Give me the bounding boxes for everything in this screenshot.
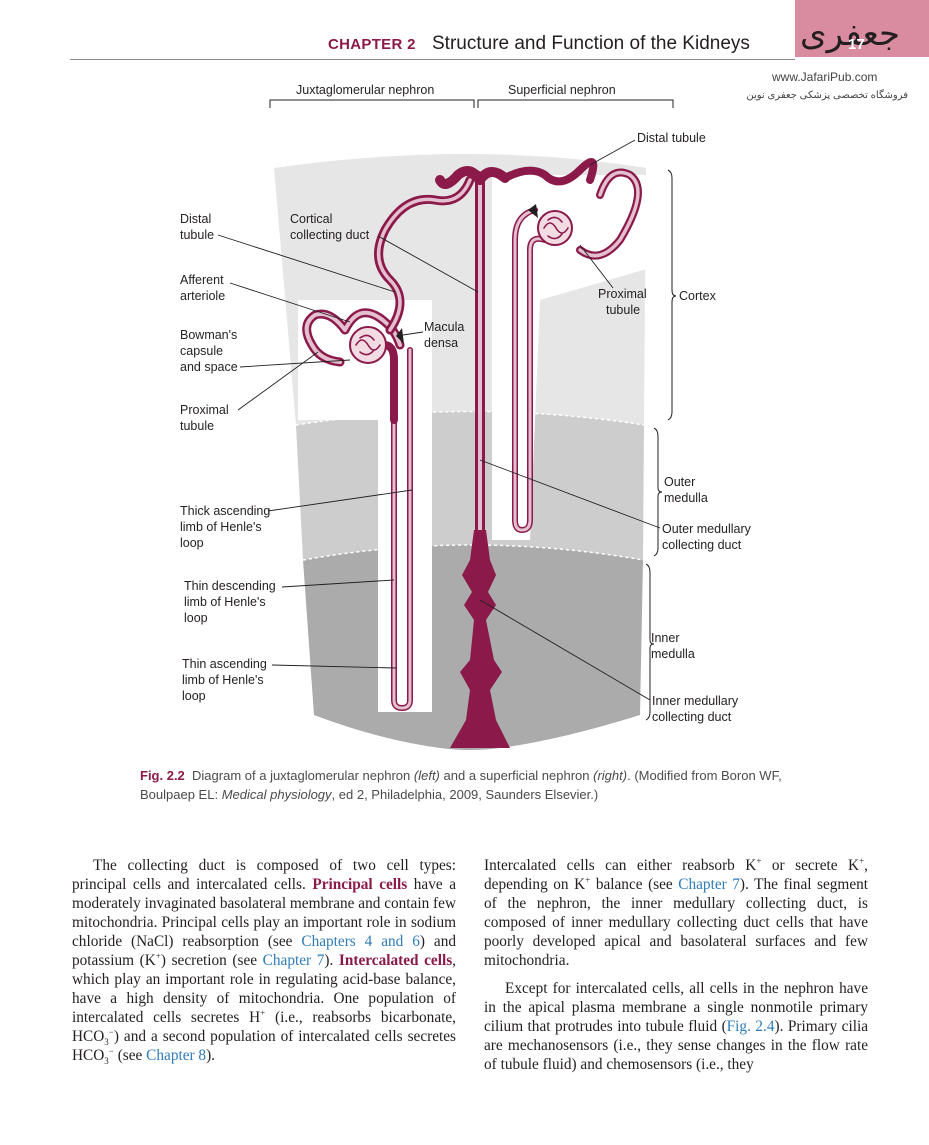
label-distal-tubule-left: Distal <box>180 212 211 226</box>
label-superficial-nephron: Superficial nephron <box>508 83 616 97</box>
key-term-intercalated-cells: Intercalated cells <box>339 952 452 969</box>
link-fig-2-4[interactable]: Fig. 2.4 <box>727 1018 775 1035</box>
label-proximal-tubule-right-2: tubule <box>606 303 640 317</box>
superscript: + <box>260 1008 265 1018</box>
label-inner-medulla-2: medulla <box>651 647 695 661</box>
nephron-diagram: Juxtaglomerular nephron Superficial neph… <box>140 80 840 760</box>
top-brackets <box>270 100 673 108</box>
caption-text-4: , ed 2, Philadelphia, 2009, Saunders Els… <box>332 787 599 802</box>
caption-text-2: and a superficial nephron <box>444 768 590 783</box>
link-chapter-8[interactable]: Chapter 8 <box>146 1047 206 1064</box>
subscript: 3 <box>104 1056 109 1066</box>
label-thick-ascending-limb: Thick ascending <box>180 504 270 518</box>
link-chapter-7[interactable]: Chapter 7 <box>678 876 740 893</box>
body-column-left: The collecting duct is composed of two c… <box>72 856 456 1065</box>
label-outer-medulla-2: medulla <box>664 491 708 505</box>
body-column-right: Intercalated cells can either reabsorb K… <box>484 856 868 1074</box>
superscript: + <box>756 856 761 866</box>
label-proximal-tubule-left: Proximal <box>180 403 229 417</box>
label-thin-ascending-limb: Thin ascending <box>182 657 267 671</box>
label-thin-descending-limb-3: loop <box>184 611 208 625</box>
label-bowmans-capsule-3: and space <box>180 360 238 374</box>
label-distal-tubule-left-2: tubule <box>180 228 214 242</box>
text-run: or secrete K <box>772 857 859 874</box>
label-afferent-arteriole-2: arteriole <box>180 289 225 303</box>
chapter-title: Structure and Function of the Kidneys <box>432 33 750 55</box>
superficial-glomerulus <box>538 211 572 245</box>
label-inner-medullary-collecting-duct-2: collecting duct <box>652 710 732 724</box>
label-inner-medullary-collecting-duct: Inner medullary <box>652 694 739 708</box>
label-cortical-collecting-duct-2: collecting duct <box>290 228 370 242</box>
label-thick-ascending-limb-3: loop <box>180 536 204 550</box>
figure-number: Fig. 2.2 <box>140 768 185 783</box>
caption-right: (right) <box>593 768 627 783</box>
label-outer-medulla: Outer <box>664 475 695 489</box>
link-chapter-7[interactable]: Chapter 7 <box>263 952 325 969</box>
paragraph: The collecting duct is composed of two c… <box>72 856 456 1065</box>
text-run: balance (see <box>596 876 673 893</box>
label-thick-ascending-limb-2: limb of Henle's <box>180 520 262 534</box>
label-bowmans-capsule-2: capsule <box>180 344 223 358</box>
header-rule <box>70 59 795 60</box>
caption-left: (left) <box>414 768 440 783</box>
label-afferent-arteriole: Afferent <box>180 273 224 287</box>
label-thin-descending-limb-2: limb of Henle's <box>184 595 266 609</box>
text-run: Intercalated cells can either reabsorb K <box>484 857 756 874</box>
label-thin-ascending-limb-3: loop <box>182 689 206 703</box>
label-juxtaglomerular-nephron: Juxtaglomerular nephron <box>296 83 434 97</box>
label-cortex: Cortex <box>679 289 717 303</box>
label-thin-descending-limb: Thin descending <box>184 579 276 593</box>
caption-book-title: Medical physiology <box>222 787 332 802</box>
label-thin-ascending-limb-2: limb of Henle's <box>182 673 264 687</box>
page-number: 17 <box>848 36 865 53</box>
outer-medulla-zone <box>296 412 644 561</box>
paragraph: Intercalated cells can either reabsorb K… <box>484 856 868 970</box>
label-outer-medullary-collecting-duct-2: collecting duct <box>662 538 742 552</box>
label-macula-densa-2: densa <box>424 336 458 350</box>
label-outer-medullary-collecting-duct: Outer medullary <box>662 522 752 536</box>
text-run: ) secretion (see <box>161 952 257 969</box>
key-term-principal-cells: Principal cells <box>312 876 407 893</box>
label-inner-medulla: Inner <box>651 631 680 645</box>
label-proximal-tubule-left-2: tubule <box>180 419 214 433</box>
text-run: ). <box>206 1047 215 1064</box>
text-run: (see <box>118 1047 143 1064</box>
label-distal-tubule-right: Distal tubule <box>637 131 706 145</box>
figure-caption: Fig. 2.2 Diagram of a juxtaglomerular ne… <box>140 766 820 804</box>
label-bowmans-capsule: Bowman's <box>180 328 237 342</box>
paragraph: Except for intercalated cells, all cells… <box>484 979 868 1074</box>
label-macula-densa: Macula <box>424 320 464 334</box>
label-proximal-tubule-right: Proximal <box>598 287 647 301</box>
text-run: ). <box>324 952 333 969</box>
link-chapters-4-6[interactable]: Chapters 4 and 6 <box>301 933 420 950</box>
caption-text: Diagram of a juxtaglomerular nephron <box>192 768 410 783</box>
label-cortical-collecting-duct: Cortical <box>290 212 332 226</box>
superscript: − <box>109 1046 114 1056</box>
superscript: + <box>585 875 590 885</box>
chapter-label: CHAPTER 2 <box>328 36 416 53</box>
